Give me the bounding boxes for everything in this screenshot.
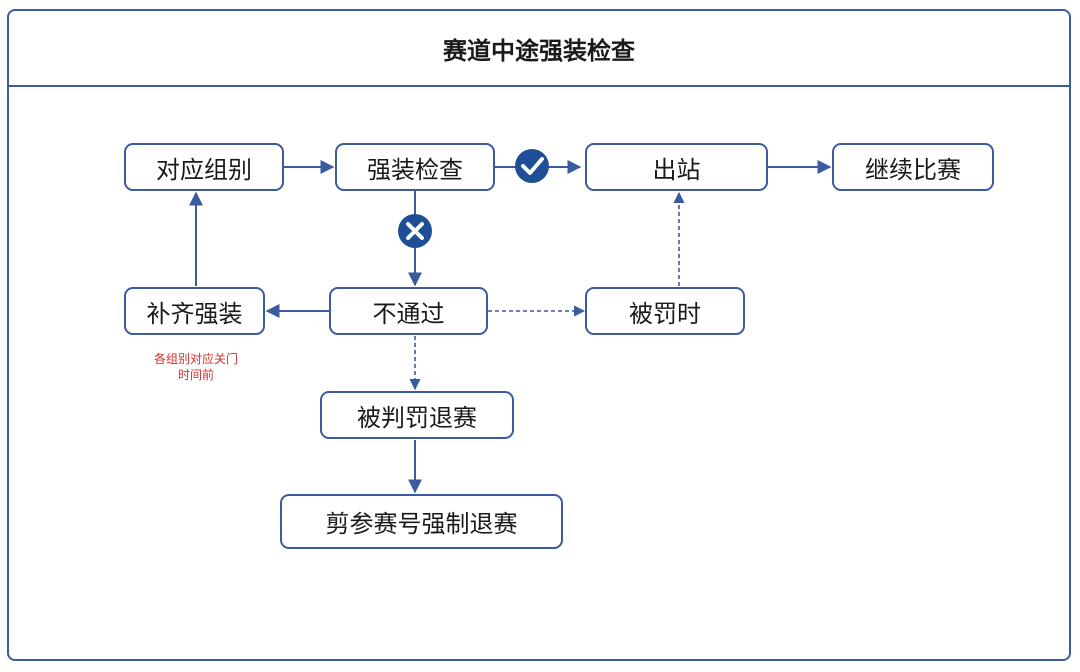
check-circle-icon <box>515 149 549 183</box>
node-disqualified: 被判罚退赛 <box>320 391 514 439</box>
node-time-penalty: 被罚时 <box>585 287 745 335</box>
deadline-note-line1: 各组别对应关门 <box>153 352 238 366</box>
diagram-title: 赛道中途强装检查 <box>443 36 635 65</box>
node-gear-check: 强装检查 <box>335 143 495 191</box>
title-bar: 赛道中途强装检查 <box>9 11 1069 87</box>
deadline-note-line2: 时间前 <box>177 368 214 382</box>
node-supplement-gear: 补齐强装 <box>124 287 265 335</box>
node-depart: 出站 <box>585 143 768 191</box>
node-cut-bib: 剪参赛号强制退赛 <box>280 494 563 549</box>
node-match-group: 对应组别 <box>124 143 284 191</box>
node-continue-race: 继续比赛 <box>832 143 994 191</box>
node-not-pass: 不通过 <box>329 287 488 335</box>
deadline-note: 各组别对应关门 时间前 <box>120 351 272 383</box>
x-circle-icon <box>398 214 432 248</box>
diagram-frame: 赛道中途强装检查 <box>7 9 1071 661</box>
